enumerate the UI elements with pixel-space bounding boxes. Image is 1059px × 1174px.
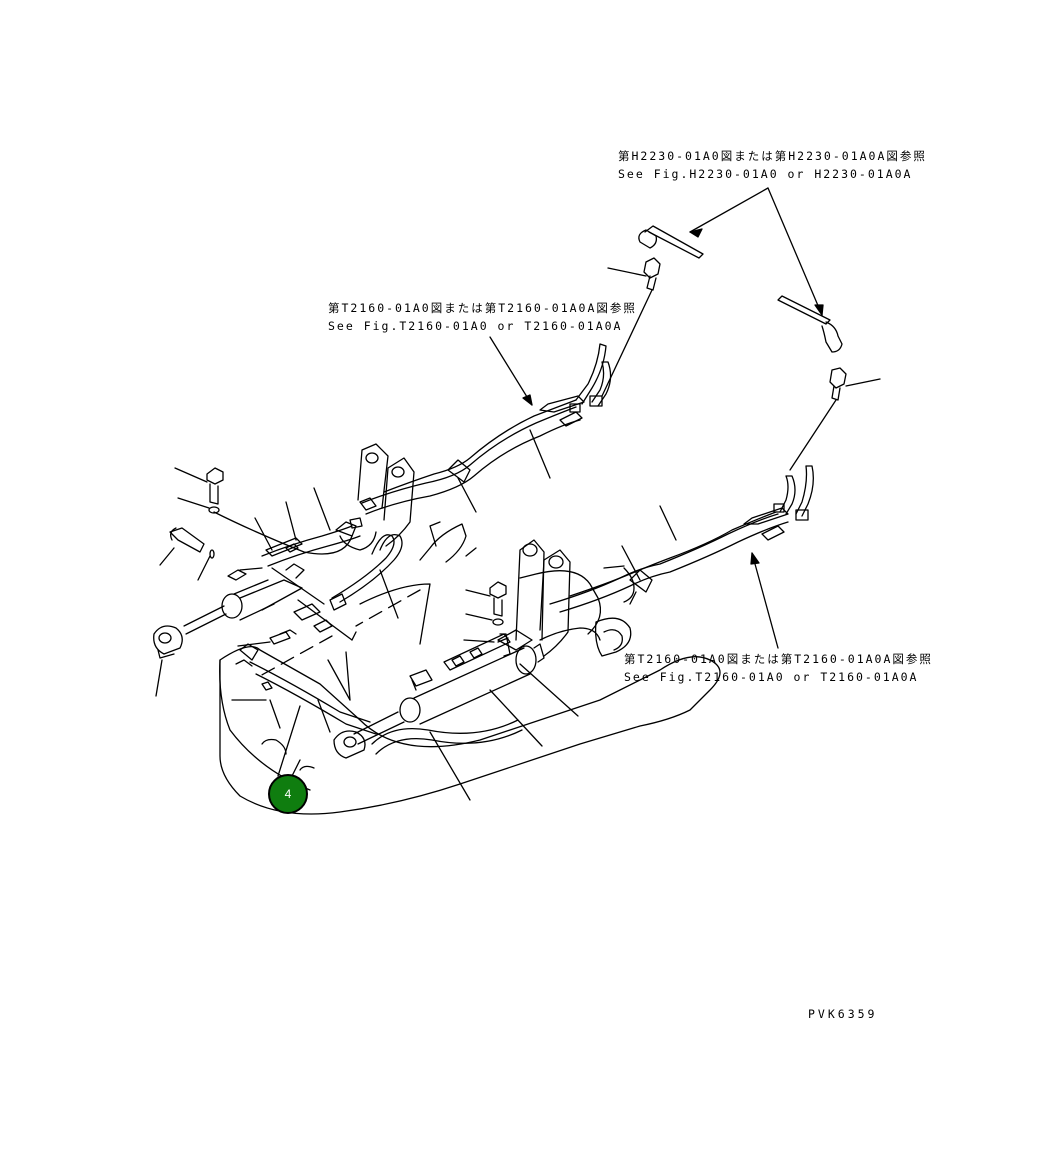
ref-t2160-lower-jp: 第T2160-01A0図または第T2160-01A0A図参照	[624, 652, 933, 666]
ref-t2160-upper-jp: 第T2160-01A0図または第T2160-01A0A図参照	[328, 301, 637, 315]
lower-hose-bundle	[550, 466, 813, 612]
part-hotspot-4[interactable]: 4	[268, 774, 308, 814]
hotspot-leader	[292, 760, 300, 776]
left-bracket-assembly	[160, 444, 414, 618]
ref-t2160-lower-en: See Fig.T2160-01A0 or T2160-01A0A	[624, 670, 919, 684]
reference-arrows	[490, 188, 823, 648]
upper-fittings	[602, 226, 880, 470]
right-bracket-assembly	[410, 540, 578, 746]
upper-hose-bundle	[362, 344, 611, 514]
axle-frame	[220, 522, 720, 814]
drawing-code: PVK6359	[808, 1007, 878, 1021]
ref-h2230-jp: 第H2230-01A0図または第H2230-01A0A図参照	[618, 149, 927, 163]
ref-t2160-upper-en: See Fig.T2160-01A0 or T2160-01A0A	[328, 319, 623, 333]
hotspot-number: 4	[284, 787, 292, 801]
left-steering-cylinder	[154, 568, 356, 696]
ref-h2230-en: See Fig.H2230-01A0 or H2230-01A0A	[618, 167, 913, 181]
right-steering-cylinder	[334, 644, 544, 800]
